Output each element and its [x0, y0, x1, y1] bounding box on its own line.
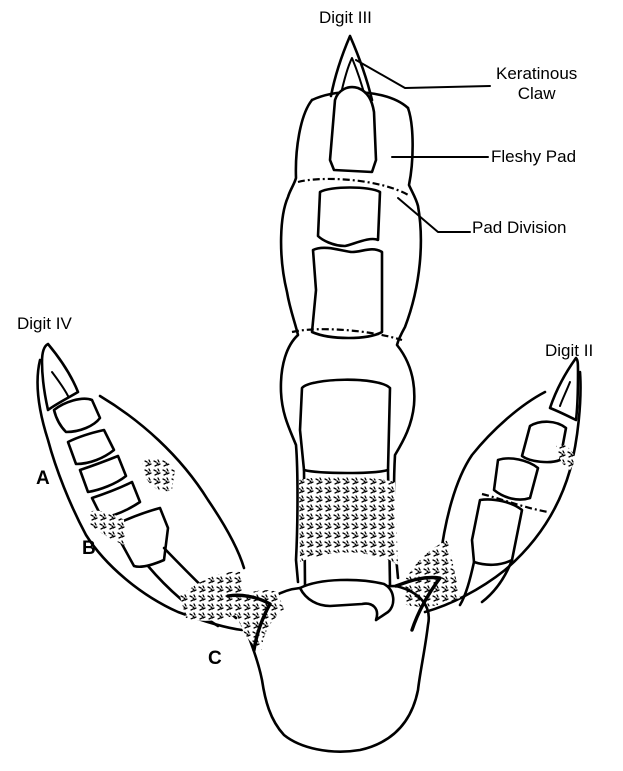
digit-ii: [404, 356, 582, 614]
label-keratinous: Keratinous: [496, 64, 578, 83]
digit-iii-outline: [279, 98, 423, 584]
digit-iv-claw-inner: [51, 371, 69, 397]
digit-iii-claw-inner: [339, 57, 367, 101]
letter-b: B: [82, 538, 96, 559]
digit-ii-metatarsal: [458, 558, 514, 607]
leader-pad-division: [397, 197, 471, 233]
label-digit-iii: Digit III: [319, 8, 372, 27]
letter-a: A: [36, 468, 50, 489]
digit-ii-pad-division: [481, 492, 549, 514]
digit-iv-phalanx-5: [110, 506, 170, 569]
digit-ii-phalanx-1: [520, 420, 568, 464]
digit-iii-stipple: [299, 476, 398, 565]
digit-iii: [279, 34, 423, 587]
label-fleshy-pad: Fleshy Pad: [491, 147, 577, 166]
digit-iv-phalanx-1: [52, 397, 102, 434]
letter-c: C: [208, 648, 222, 669]
heel-right-ridge: [394, 575, 442, 632]
digit-ii-phalanx-3: [470, 498, 524, 567]
digit-iii-phalanx-2: [316, 186, 382, 248]
digit-iv-phalanx-2: [66, 428, 116, 466]
digit-iii-claw: [329, 34, 374, 102]
label-digit-ii: Digit II: [545, 341, 594, 360]
digit-ii-phalanx-2: [492, 457, 540, 501]
digit-iv-stipple-lower: [88, 510, 126, 546]
heel-center-knob: [298, 578, 395, 622]
digit-iii-phalanx-1: [328, 85, 378, 174]
digit-ii-stipple-base: [404, 540, 460, 607]
label-digit-iv: Digit IV: [17, 314, 72, 333]
digit-iv-claw: [40, 342, 80, 412]
leader-lines: [355, 59, 491, 233]
heel-left-ridge: [226, 593, 272, 652]
leader-claw: [355, 59, 491, 89]
digit-ii-claw: [548, 356, 580, 422]
digit-iii-phalanx-3: [310, 246, 384, 340]
label-claw: Claw: [517, 83, 556, 103]
heel-pad: [226, 575, 442, 753]
digit-iv-stipple-upper: [142, 458, 175, 492]
digit-iv-stipple-base: [180, 571, 246, 621]
digit-ii-stipple-tip: [556, 444, 576, 470]
heel-stipple-left: [236, 590, 284, 650]
label-pad-division: Pad Division: [472, 218, 567, 237]
digit-iv-phalanx-3: [78, 454, 128, 494]
digit-iii-phalanx-4: [298, 378, 392, 475]
label-keratinous-claw: Keratinous Claw: [496, 64, 577, 103]
digit-ii-claw-inner: [559, 381, 571, 407]
digit-iv: [36, 342, 246, 632]
